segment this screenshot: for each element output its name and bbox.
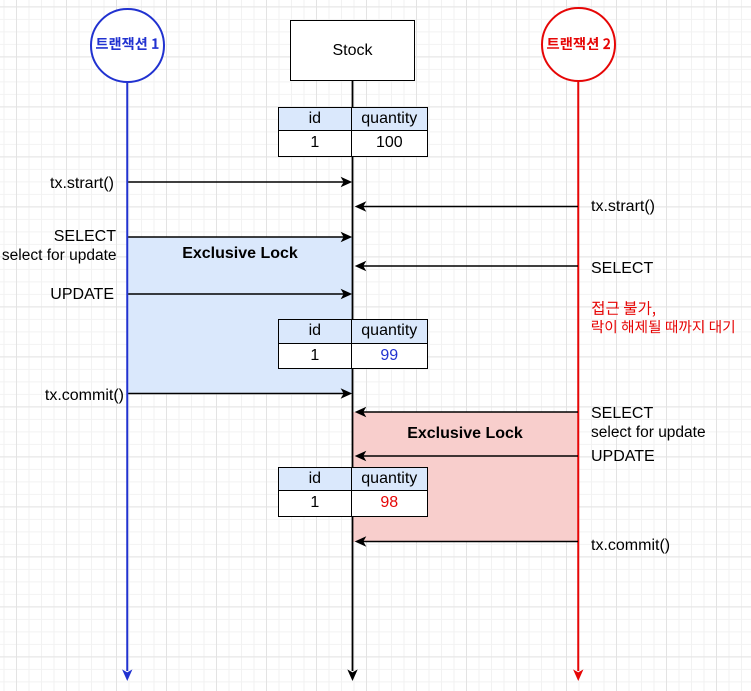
msg-arrow-tx2-update [354, 450, 578, 462]
table-cell-quantity: 99 [380, 346, 399, 364]
msg-arrow-tx1-update [128, 288, 353, 300]
actor-transaction-2-label [546, 36, 611, 51]
exclusive-lock-label-tx1: Exclusive Lock [182, 245, 298, 262]
actor-transaction-2: 트랜잭션 2 [541, 7, 616, 82]
table-header-id: id [278, 107, 353, 132]
table-header-quantity: quantity [352, 107, 427, 132]
stock-table-after-tx2: id quantity 1 98 [277, 466, 428, 517]
stock-table-after-tx1: id quantity 1 99 [277, 319, 428, 369]
msg-label-tx2-update: UPDATE [591, 448, 655, 465]
msg-arrow-tx1-select [128, 231, 353, 243]
blocked-annotation: 접근 불가, [592, 301, 656, 322]
msg-label-tx2-select-fu-line1: SELECT [591, 405, 654, 422]
actor-transaction-1-label [96, 36, 159, 51]
msg-arrow-tx2-select-for-update [354, 406, 578, 418]
table-header-quantity: quantity [352, 467, 427, 492]
msg-label-tx2-select: SELECT [591, 259, 654, 277]
msg-arrow-tx2-select [354, 260, 578, 272]
exclusive-lock-label-tx2: Exclusive Lock [407, 424, 523, 442]
msg-label-tx2-select-fu-line2: select for update [591, 423, 706, 441]
msg-label-tx2-commit: tx.commit() [591, 537, 671, 554]
msg-label-tx2-start: tx.strart() [591, 198, 655, 215]
table-cell-id: 1 [279, 343, 353, 368]
actor-stock: Stock [290, 20, 415, 81]
msg-arrow-tx1-start [128, 176, 353, 188]
table-cell-quantity: 100 [375, 134, 403, 152]
table-header-quantity: quantity [352, 320, 427, 344]
blocked-annotation-line2 [592, 320, 734, 334]
table-header-id: id [278, 320, 353, 344]
msg-arrow-tx1-commit [128, 388, 353, 399]
table-cell-id: 1 [279, 131, 353, 156]
msg-label-tx1-commit: tx.commit() [44, 386, 124, 404]
actor-transaction-1: 트랜잭션 1 [90, 8, 165, 83]
lifeline-transaction-1 [122, 82, 133, 681]
table-cell-quantity: 98 [380, 494, 399, 512]
table-cell-id: 1 [279, 491, 353, 516]
table-header-id: id [278, 467, 353, 492]
lifeline-transaction-2 [573, 80, 584, 681]
msg-arrow-tx2-start [354, 201, 578, 212]
blocked-annotation-l2: 락이 해제될 때까지 대기 [592, 320, 734, 338]
actor-stock-label: Stock [332, 41, 373, 59]
stock-table-initial: id quantity 1 100 [277, 106, 428, 157]
msg-label-tx1-update: UPDATE [50, 286, 114, 303]
msg-label-tx1-select-line1: SELECT [53, 228, 116, 245]
blocked-annotation-line1 [592, 301, 656, 318]
msg-arrow-tx2-commit [354, 536, 578, 547]
msg-label-tx1-select-line2: select for update [1, 247, 117, 264]
msg-label-tx1-start: tx.strart() [50, 174, 114, 192]
lifeline-stock [347, 80, 358, 681]
